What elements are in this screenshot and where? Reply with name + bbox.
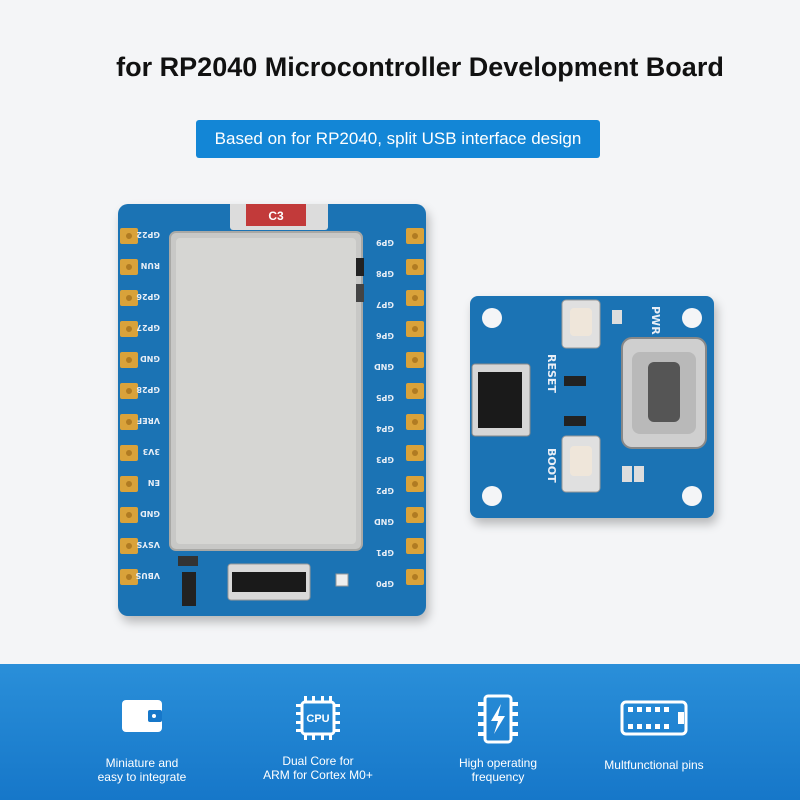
pin-label: GP4 bbox=[376, 424, 394, 433]
pin-label: VSYS bbox=[136, 540, 160, 549]
page-title: for RP2040 Microcontroller Development B… bbox=[116, 52, 724, 82]
feature-dual-core: CPU Dual Core for ARM for Cortex M0+ bbox=[218, 664, 418, 800]
feature-pins: Multfunctional pins bbox=[554, 664, 754, 800]
feature-frequency: High operating frequency bbox=[398, 664, 598, 800]
pin-label: GND bbox=[140, 354, 160, 363]
pin-label: EN bbox=[148, 478, 160, 487]
pin-label: GP22 bbox=[136, 230, 160, 239]
cpu-icon: CPU bbox=[296, 696, 340, 740]
pin-label: GP26 bbox=[136, 292, 160, 301]
wallet-icon bbox=[122, 700, 162, 732]
usb-board-graphic: RESET BOOT PWR bbox=[471, 299, 707, 506]
cpu-icon-text: CPU bbox=[306, 713, 329, 725]
pin-label: GP7 bbox=[376, 300, 394, 309]
feature-label-line1: Miniature and bbox=[105, 756, 179, 770]
pin-label: GP2 bbox=[376, 486, 394, 495]
pin-label: GP9 bbox=[376, 238, 394, 247]
pin-label: GP1 bbox=[376, 548, 394, 557]
feature-miniature: Miniature and easy to integrate bbox=[42, 664, 242, 800]
pin-label: 3V3 bbox=[143, 447, 160, 456]
chip-mark: C3 bbox=[268, 209, 284, 223]
pin-label: GND bbox=[140, 509, 160, 518]
feature-label-line1: Multfunctional pins bbox=[604, 758, 704, 772]
pwr-label: PWR bbox=[649, 306, 662, 335]
pin-label: VBUS bbox=[135, 571, 160, 580]
pin-label: GP0 bbox=[376, 579, 394, 588]
pin-label: GP3 bbox=[376, 455, 394, 464]
frequency-chip-icon bbox=[478, 694, 518, 744]
pin-label: GP6 bbox=[376, 331, 394, 340]
feature-label-line2: easy to integrate bbox=[97, 770, 187, 784]
feature-label-line1: Dual Core for bbox=[282, 754, 354, 768]
feature-label-line2: ARM for Cortex M0+ bbox=[263, 768, 373, 782]
boot-label: BOOT bbox=[545, 448, 558, 483]
pin-label: GND bbox=[374, 517, 394, 526]
feature-label-line2: frequency bbox=[471, 770, 525, 784]
pin-label: GP8 bbox=[376, 269, 394, 278]
pin-label: VREF bbox=[137, 416, 160, 425]
pin-label: GP28 bbox=[136, 385, 160, 394]
pins-chip-icon bbox=[620, 700, 688, 736]
subtitle-badge: Based on for RP2040, split USB interface… bbox=[196, 120, 600, 158]
pin-label: GP5 bbox=[376, 393, 394, 402]
feature-band: Miniature and easy to integrate CPU Dual… bbox=[0, 664, 800, 800]
pin-label: GP27 bbox=[136, 323, 160, 332]
pin-label: GND bbox=[374, 362, 394, 371]
usb-breakout-board: RESET BOOT PWR bbox=[470, 296, 714, 518]
reset-label: RESET bbox=[545, 354, 558, 393]
feature-label-line1: High operating bbox=[458, 756, 538, 770]
pin-label: RUN bbox=[141, 261, 160, 270]
